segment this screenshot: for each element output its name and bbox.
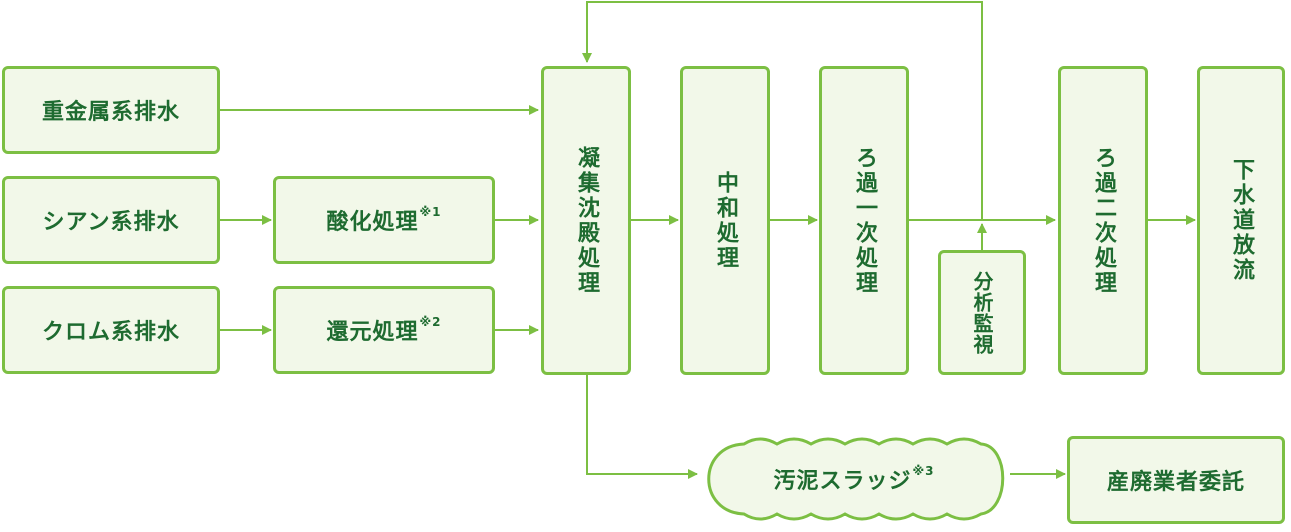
oxidation-treatment-box: 酸化処理※1 — [273, 176, 495, 264]
coagulation-sedimentation-box: 凝集沈殿処理 — [541, 66, 631, 375]
sludge-cloud: 汚泥スラッジ※3 — [704, 444, 1004, 514]
secondary-filtration-label: ろ過二次処理 — [1091, 145, 1116, 296]
reduction-treatment-box: 還元処理※2 — [273, 286, 495, 374]
chromium-wastewater-label: クロム系排水 — [41, 320, 180, 345]
sludge-note: ※3 — [912, 464, 935, 478]
neutralization-label: 中和処理 — [713, 170, 738, 271]
sewer-discharge-box: 下水道放流 — [1197, 66, 1285, 375]
cyanide-wastewater-box: シアン系排水 — [2, 176, 220, 264]
secondary-filtration-box: ろ過二次処理 — [1058, 66, 1148, 375]
oxidation-note: ※1 — [419, 205, 442, 219]
neutralization-box: 中和処理 — [680, 66, 770, 375]
arrow-feedback-to-coagulation — [582, 1, 983, 220]
chromium-wastewater-box: クロム系排水 — [2, 286, 220, 374]
reduction-treatment-label: 還元処理 — [326, 320, 419, 345]
analysis-monitoring-box: 分析監視 — [938, 250, 1026, 375]
heavy-metal-wastewater-box: 重金属系排水 — [2, 66, 220, 154]
analysis-monitoring-label: 分析監視 — [970, 270, 994, 355]
primary-filtration-box: ろ過一次処理 — [819, 66, 909, 375]
arrow-coagulation-to-sludge — [586, 375, 698, 479]
oxidation-treatment-label: 酸化処理 — [326, 210, 419, 235]
coagulation-sedimentation-label: 凝集沈殿処理 — [574, 145, 599, 296]
heavy-metal-wastewater-label: 重金属系排水 — [41, 100, 180, 125]
reduction-note: ※2 — [419, 315, 442, 329]
sludge-cloud-shape — [707, 437, 1005, 521]
industrial-waste-contractor-label: 産廃業者委託 — [1106, 470, 1245, 495]
primary-filtration-label: ろ過一次処理 — [852, 145, 877, 296]
sewer-discharge-label: 下水道放流 — [1229, 158, 1254, 283]
industrial-waste-contractor-box: 産廃業者委託 — [1067, 436, 1285, 524]
cyanide-wastewater-label: シアン系排水 — [42, 210, 180, 235]
sludge-label: 汚泥スラッジ — [773, 469, 912, 494]
